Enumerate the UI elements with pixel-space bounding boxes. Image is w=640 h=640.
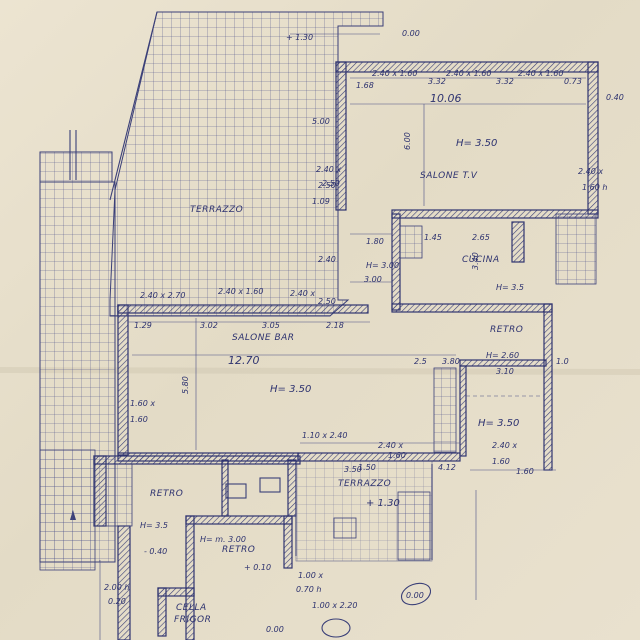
room-label-cucina: CUCINA xyxy=(462,255,500,265)
dim-d5: 0.40 xyxy=(606,93,624,102)
dim-w3: 2.40 x 1.60 xyxy=(518,69,563,78)
height-cucina: H= 3.00 xyxy=(366,261,399,270)
dim-cuc-2: 1.45 xyxy=(424,233,442,242)
height-retro-right: H= 2.60 xyxy=(486,351,519,360)
dim-w1: 2.40 x 1.60 xyxy=(372,69,417,78)
dim-bar-d4: 2.18 xyxy=(326,321,344,330)
room-label-terrazzo-bottom: TERRAZZO xyxy=(338,479,391,489)
dim-low-6: 4.12 xyxy=(438,463,456,472)
dim-low-7: 1.60 xyxy=(516,467,534,476)
dim-low-2: 2.40 x xyxy=(378,441,403,450)
dim-cuc-1: 1.80 xyxy=(366,237,384,246)
salone-bar-room xyxy=(117,304,461,462)
dim-tv-l1: 2.40 x xyxy=(316,165,341,174)
dim-low-14: 0.70 h xyxy=(296,585,321,594)
room-label-salone-tv: SALONE T.V xyxy=(420,171,478,181)
dim-d4: 0.73 xyxy=(564,77,582,86)
height-retro-small: H= m. 3.00 xyxy=(200,535,246,544)
kitchen-block xyxy=(350,213,597,471)
dim-cuc-4: 3.40 xyxy=(471,252,480,270)
dim-bar-w1: 2.40 x 2.70 xyxy=(140,291,185,300)
dim-low-12: + 0.10 xyxy=(244,563,271,572)
dim-cuc-6: 2.40 xyxy=(318,255,336,264)
dim-top-zero: 0.00 xyxy=(402,29,420,38)
dimension-lines xyxy=(99,33,586,640)
dim-bar-d6: 1.60 xyxy=(130,415,148,424)
dim-d2: 3.32 xyxy=(428,77,446,86)
dim-tv-r1: 2.40 x xyxy=(578,167,603,176)
dim-low-4: 2.40 x xyxy=(492,441,517,450)
dim-d3: 3.32 xyxy=(496,77,514,86)
dim-bar-depth: 5.80 xyxy=(181,376,190,394)
dim-retro-d2: 3.80 xyxy=(442,357,460,366)
height-cucina-right: H= 3.5 xyxy=(496,283,524,292)
dim-bar-d7: 2.50 xyxy=(322,179,340,188)
dim-low-3: 1.60 xyxy=(388,451,406,460)
dim-bar-w2: 2.40 x 1.60 xyxy=(218,287,263,296)
dim-low-16: 0.00 xyxy=(266,625,284,634)
dim-cuc-3: 2.65 xyxy=(472,233,490,242)
dim-retro-d3: 3.10 xyxy=(496,367,514,376)
stamp-circle xyxy=(400,582,432,606)
dim-bar-w3: 2.40 x xyxy=(290,289,315,298)
dim-low-1: 1.10 x 2.40 xyxy=(302,431,347,440)
dim-bar-d5: 1.60 x xyxy=(130,399,155,408)
dim-cuc-5: 3.00 xyxy=(364,275,382,284)
dim-bar-w4: 2.50 xyxy=(318,297,336,306)
stamp-circle-label: 0.00 xyxy=(406,591,424,600)
dim-tv-width: 10.06 xyxy=(430,92,462,105)
dim-retro-d4: 1.0 xyxy=(556,357,569,366)
dim-bar-width: 12.70 xyxy=(228,354,260,367)
room-label-retro-right: RETRO xyxy=(490,325,523,335)
room-label-frigor: FRIGOR xyxy=(174,615,211,625)
dim-bar-d3: 3.05 xyxy=(262,321,280,330)
room-label-salone-bar: SALONE BAR xyxy=(232,333,295,343)
dim-top-level: + 1.30 xyxy=(286,33,313,42)
dim-tv-r2: 1.60 h xyxy=(582,183,607,192)
dim-low-17: 2.00 h xyxy=(104,583,129,592)
dim-w2: 2.40 x 1.60 xyxy=(446,69,491,78)
dim-tv-l2: 2.50 xyxy=(318,181,336,190)
dim-low-18: 0.20 xyxy=(108,597,126,606)
dim-low-13: 1.00 x xyxy=(298,571,323,580)
room-label-cella: CELLA xyxy=(176,603,207,613)
dim-low-8: 1.50 xyxy=(358,463,376,472)
dim-tv-l4: 1.09 xyxy=(312,197,330,206)
stamp-circle-2 xyxy=(321,618,351,638)
dim-low-11: - 0.40 xyxy=(144,547,167,556)
dim-retro-d1: 2.5 xyxy=(414,357,427,366)
dim-low-10: + 1.30 xyxy=(366,498,400,509)
height-retro-left: H= 3.5 xyxy=(140,521,168,530)
dim-low-9: 3.50 xyxy=(344,465,362,474)
dim-bar-d1: 1.29 xyxy=(134,321,152,330)
height-salone-bar: H= 3.50 xyxy=(270,384,311,395)
room-label-terrazzo-top: TERRAZZO xyxy=(190,205,243,215)
dim-low-5: 1.60 xyxy=(492,457,510,466)
lower-block xyxy=(39,449,556,640)
dim-tv-depth: 6.00 xyxy=(403,132,412,150)
height-right-lower: H= 3.50 xyxy=(478,418,519,429)
height-salone-tv: H= 3.50 xyxy=(456,138,497,149)
room-label-retro-left: RETRO xyxy=(150,489,183,499)
dim-bar-d2: 3.02 xyxy=(200,321,218,330)
dim-d1: 1.68 xyxy=(356,81,374,90)
dim-tv-l3: 5.00 xyxy=(312,117,330,126)
dim-low-15: 1.00 x 2.20 xyxy=(312,601,357,610)
room-label-retro-small: RETRO xyxy=(222,545,255,555)
